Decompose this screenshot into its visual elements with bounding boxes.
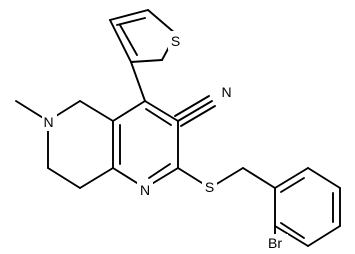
atom-labels: S N N N S Br bbox=[42, 31, 288, 252]
nitrile-nitrogen-label: N bbox=[221, 84, 231, 100]
bond bbox=[280, 177, 305, 193]
bond bbox=[144, 100, 179, 122]
bond bbox=[147, 9, 177, 35]
bond bbox=[280, 222, 305, 239]
bond bbox=[79, 167, 114, 189]
bond bbox=[274, 225, 309, 247]
thioether-sulfur-label: S bbox=[205, 179, 214, 195]
bond bbox=[79, 100, 114, 122]
bond bbox=[109, 9, 149, 21]
amine-nitrogen-label: N bbox=[43, 114, 53, 130]
bond bbox=[307, 225, 341, 247]
thiophene-sulfur-label: S bbox=[171, 33, 180, 49]
pyridine-nitrogen-label: N bbox=[140, 182, 150, 198]
bond bbox=[116, 17, 146, 26]
bond bbox=[242, 167, 276, 189]
bond bbox=[307, 167, 341, 189]
bond bbox=[145, 108, 172, 126]
bond bbox=[112, 100, 146, 122]
bond bbox=[174, 95, 210, 117]
bond bbox=[177, 100, 213, 122]
bond bbox=[47, 167, 81, 189]
bond bbox=[130, 59, 163, 63]
bond bbox=[274, 167, 309, 189]
bond bbox=[180, 105, 216, 127]
bond bbox=[130, 61, 146, 102]
bond bbox=[109, 19, 132, 63]
bond bbox=[148, 163, 171, 179]
bond bbox=[119, 24, 138, 56]
bromine-label: Br bbox=[268, 235, 282, 251]
